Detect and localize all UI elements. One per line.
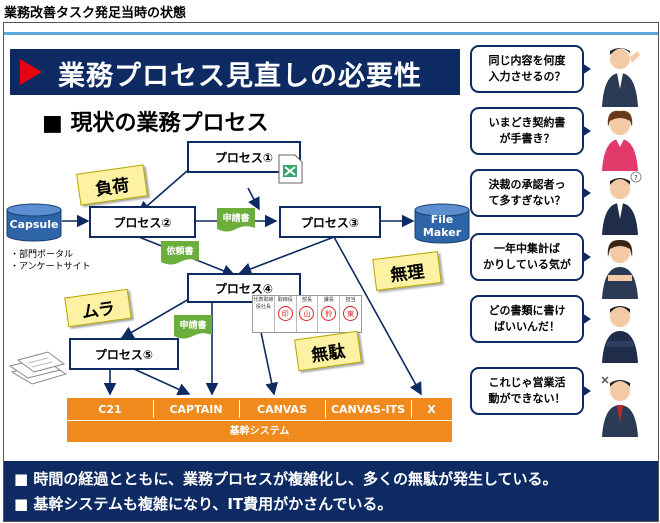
request-doc-icon (161, 241, 199, 265)
filemaker-database-icon (414, 203, 470, 244)
application-doc-icon (217, 208, 255, 232)
speech-bubble-4: 一年中集計ば かりしている気が (470, 233, 591, 281)
title-bar: 業務プロセス見直しの必要性 (10, 49, 460, 95)
system-canvas: CANVAS (239, 400, 326, 418)
speech-bubble-6: これじゃ営業活 動ができない！ (470, 367, 591, 415)
process-3: プロセス③ (279, 206, 381, 238)
system-c21: C21 (67, 400, 154, 418)
process-4: プロセス④ (187, 273, 301, 303)
approval-header-3: 部長 (301, 297, 312, 303)
title-arrow-icon (20, 59, 42, 85)
person-icon-2 (602, 110, 638, 171)
approval-header-2: 取締役 (277, 297, 293, 303)
seal-1: 印 (277, 306, 293, 321)
core-system-label: 基幹システム (229, 426, 290, 437)
flow-connectors (62, 170, 422, 396)
approval-col-5: 担当 東 (340, 296, 361, 332)
approval-header-5: 担当 (345, 297, 356, 303)
application-doc-icon-2 (174, 315, 212, 339)
seal-3: 鈴 (321, 306, 337, 321)
request-doc-label: 依頼書 (166, 246, 194, 257)
approval-sheet: 代表取締役社長 取締役 印 部長 山 課長 鈴 担当 東 (252, 295, 362, 333)
system-canvas-its: CANVAS-ITS (325, 400, 412, 418)
speech-bubble-2: いまどき契約書 が手書き？ (470, 107, 591, 155)
core-system-block: C21 CAPTAIN CANVAS CANVAS-ITS X 基幹システム (67, 398, 452, 442)
summary-line-1: ■ 時間の経過とともに、業務プロセスが複雑化し、多くの無駄が発生している。 (14, 470, 558, 488)
person-icon-4 (602, 239, 638, 299)
approval-col-3: 部長 山 (297, 296, 319, 332)
speech-bubble-1: 同じ内容を何度 入力させるの？ (470, 45, 591, 93)
application-doc-label-2: 申請書 (179, 320, 207, 331)
person-icon-6 (601, 376, 638, 437)
seal-4: 東 (343, 306, 359, 321)
page-caption: 業務改善タスク発足当時の状態 (4, 6, 187, 21)
person-icon-1 (602, 48, 640, 107)
document-icon (278, 154, 303, 184)
system-captain: CAPTAIN (153, 400, 240, 418)
slide-title: 業務プロセス見直しの必要性 (58, 61, 422, 92)
approval-header-4: 課長 (323, 297, 334, 303)
section-heading: ■ 現状の業務プロセス (42, 111, 269, 136)
approval-header-1: 代表取締役社長 (253, 296, 275, 332)
system-divider (67, 420, 452, 421)
filemaker-label: File Maker (422, 213, 462, 239)
approval-col-2: 取締役 印 (275, 296, 297, 332)
person-icon-3: ? (602, 171, 642, 235)
seal-2: 山 (299, 306, 315, 321)
process-2: プロセス② (89, 206, 196, 238)
person-icon-5 (602, 306, 638, 363)
speech-bubble-5: どの書類に書け ばいいんだ！ (470, 295, 591, 343)
svg-text:?: ? (634, 174, 638, 182)
approval-col-4: 課長 鈴 (318, 296, 341, 332)
capsule-label: Capsule (9, 217, 59, 231)
capsule-notes: ・部門ポータル ・アンケートサイト (10, 250, 91, 272)
slide: 業務プロセス見直しの必要性 ■ 現状の業務プロセス プロセス① プロセス② プロ (3, 22, 659, 522)
capsule-database-icon (6, 203, 62, 242)
paper-pile-icon (8, 351, 68, 385)
process-5: プロセス⑤ (69, 338, 179, 370)
speech-bubble-3: 決裁の承認者っ て多すぎない？ (470, 169, 591, 217)
process-1: プロセス① (187, 141, 301, 173)
application-doc-label-1: 申請書 (222, 213, 250, 224)
summary-line-2: ■ 基幹システムも複雑になり、IT費用がかさんでいる。 (14, 495, 393, 513)
top-rule (4, 32, 658, 35)
system-x: X (427, 402, 436, 416)
summary-band: ■ 時間の経過とともに、業務プロセスが複雑化し、多くの無駄が発生している。 ■ … (4, 461, 658, 521)
